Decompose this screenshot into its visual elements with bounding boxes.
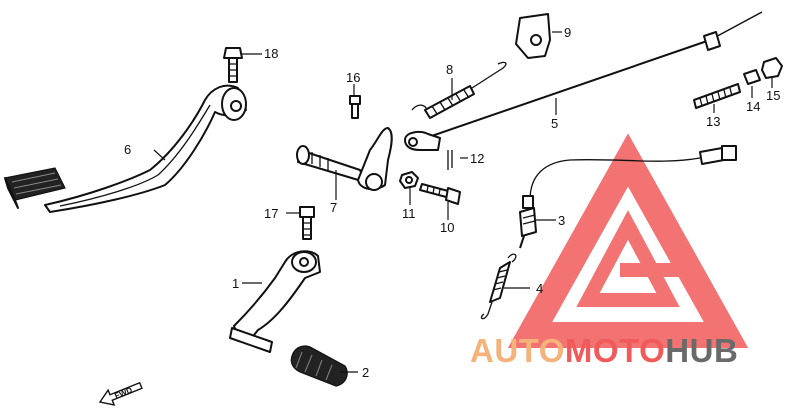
fwd-label: FWD xyxy=(113,385,133,400)
bolt-17 xyxy=(299,206,315,240)
pin-12 xyxy=(447,150,453,170)
bolt-18 xyxy=(223,47,243,83)
brand-part-hub: HUB xyxy=(665,332,738,369)
bolt-10 xyxy=(419,183,461,205)
watermark-logo-icon xyxy=(507,133,749,348)
callout-10: 10 xyxy=(440,220,454,235)
callout-7: 7 xyxy=(330,200,337,215)
callout-18: 18 xyxy=(264,46,278,61)
callout-15: 15 xyxy=(766,88,780,103)
watermark-brand: AUTOMOTOHUB xyxy=(470,332,738,369)
spring-13 xyxy=(693,83,741,109)
nut-11 xyxy=(399,171,419,189)
brake-pedal xyxy=(4,84,247,213)
callout-5: 5 xyxy=(551,116,558,131)
plate-9 xyxy=(515,13,551,59)
leader-lines xyxy=(153,31,773,373)
callout-3: 3 xyxy=(558,213,565,228)
bolt-16 xyxy=(349,95,361,119)
gearshift-pedal xyxy=(229,250,321,353)
spring-8 xyxy=(411,61,507,119)
callout-12: 12 xyxy=(470,151,484,166)
callout-13: 13 xyxy=(706,114,720,129)
callout-11: 11 xyxy=(402,206,416,221)
pedal-rubber-2 xyxy=(290,345,348,387)
callout-4: 4 xyxy=(536,281,543,296)
brake-rod xyxy=(404,11,763,151)
callout-6: 6 xyxy=(124,142,131,157)
brake-switch-cable xyxy=(519,145,737,249)
joint-14 xyxy=(743,69,761,85)
callout-8: 8 xyxy=(446,62,453,77)
forward-arrow: FWD xyxy=(98,381,143,406)
callout-1: 1 xyxy=(232,276,239,291)
brake-shaft xyxy=(296,127,393,191)
callout-labels: 18 6 16 7 8 9 5 12 11 10 3 4 13 14 15 17… xyxy=(124,25,780,380)
brand-part-auto: AUTO xyxy=(470,332,565,369)
brand-part-moto: MOTO xyxy=(565,332,665,369)
callout-9: 9 xyxy=(564,25,571,40)
callout-17: 17 xyxy=(264,206,278,221)
forward-arrow-icon xyxy=(98,381,143,406)
spring-4 xyxy=(480,253,517,320)
nut-15 xyxy=(761,57,783,79)
callout-14: 14 xyxy=(746,99,760,114)
callout-2: 2 xyxy=(362,365,369,380)
callout-16: 16 xyxy=(346,70,360,85)
